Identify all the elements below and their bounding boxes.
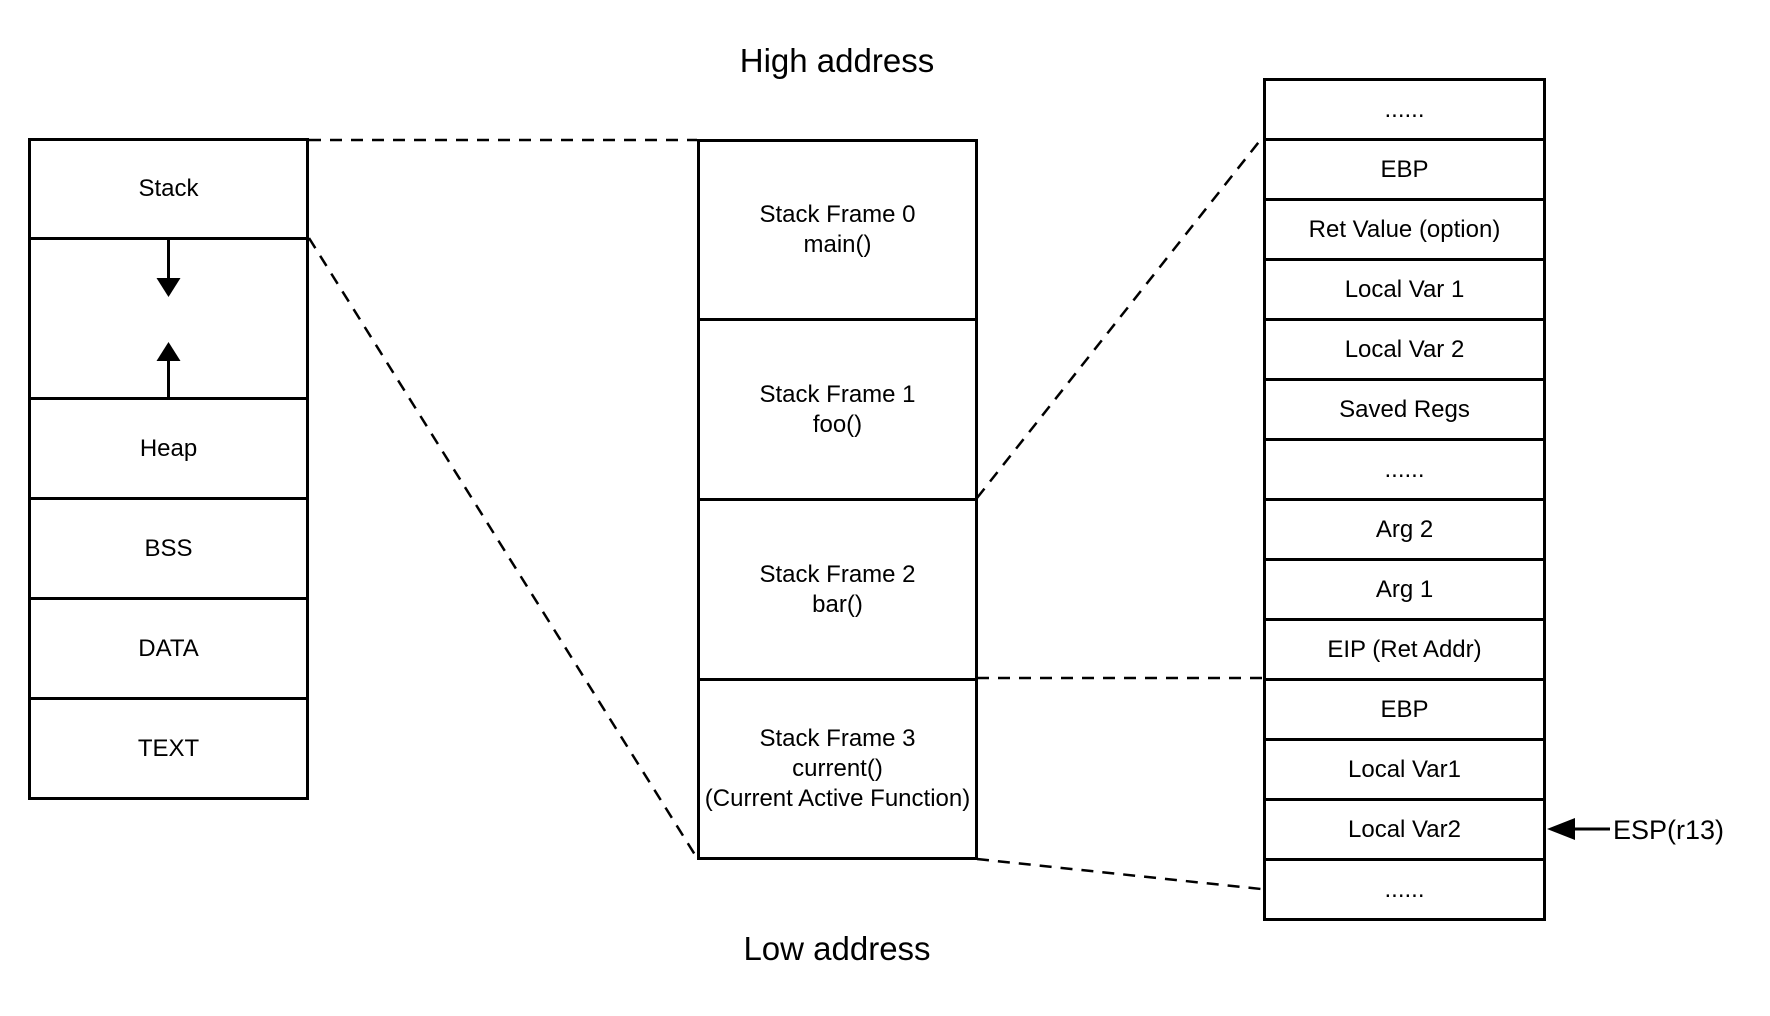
detail-row-saved-regs: Saved Regs: [1266, 378, 1543, 438]
frame-3-title: Stack Frame 3: [759, 725, 916, 752]
connector-frame2-to-detail-top: [976, 137, 1263, 499]
esp-register-label: ESP(r13): [1613, 815, 1725, 845]
detail-row-arg-1: Arg 1: [1266, 558, 1543, 618]
low-address-label: Low address: [743, 930, 931, 967]
detail-row-arg-2: Arg 2: [1266, 498, 1543, 558]
stack-frame-2: Stack Frame 2 bar(): [700, 498, 975, 678]
growth-arrows-graphic: [156, 240, 181, 397]
esp-pointer-arrow-icon: [1547, 818, 1610, 840]
frame-2-function: bar(): [812, 590, 863, 618]
frame-3-function: current(): [792, 755, 883, 782]
detail-row-ellipsis-bottom: ......: [1266, 858, 1543, 918]
detail-row-ellipsis-top: ......: [1384, 95, 1425, 123]
stack-frame-0: Stack Frame 0 main(): [700, 142, 975, 318]
detail-row-ellipsis-middle: ......: [1266, 438, 1543, 498]
stack-frames-column: Stack Frame 0 main() Stack Frame 1 foo()…: [697, 139, 978, 860]
connector-stack-to-frames-bottom: [307, 237, 699, 859]
frame-2-title: Stack Frame 2: [759, 560, 916, 588]
memory-section-data: DATA: [31, 597, 306, 697]
connector-frame3-to-detail-bottom: [976, 857, 1262, 891]
data-section-label: DATA: [138, 634, 199, 662]
detail-row-local-var-2: Local Var 2: [1266, 318, 1543, 378]
detail-row-local-var-1: Local Var 1: [1266, 258, 1543, 318]
frame-3-note: (Current Active Function): [704, 785, 971, 812]
heap-section-label: Heap: [139, 434, 198, 462]
frame-detail-column: ...... EBP Ret Value (option) Local Var …: [1263, 78, 1546, 921]
memory-section-stack: Stack: [31, 141, 306, 237]
frame-0-title: Stack Frame 0: [759, 201, 916, 228]
stack-frame-1: Stack Frame 1 foo(): [700, 318, 975, 498]
detail-row-local-var1: Local Var1: [1266, 738, 1543, 798]
stack-grows-down-arrow-icon: [156, 240, 181, 297]
bss-section-label: BSS: [144, 534, 193, 562]
memory-section-text: TEXT: [31, 697, 306, 797]
detail-row-ret-value: Ret Value (option): [1266, 198, 1543, 258]
memory-section-heap: Heap: [31, 397, 306, 497]
detail-row-local-var2: Local Var2: [1266, 798, 1543, 858]
frame-0-function: main(): [803, 231, 872, 258]
detail-row-eip-ret-addr: EIP (Ret Addr): [1266, 618, 1543, 678]
memory-section-bss: BSS: [31, 497, 306, 597]
memory-layout-column: Stack Heap BSS DATA TEXT: [28, 138, 309, 800]
heap-grows-up-arrow-icon: [156, 342, 181, 397]
text-section-label: TEXT: [137, 734, 200, 762]
detail-row-ebp-caller: EBP: [1266, 138, 1543, 198]
stack-heap-growth-region: [31, 237, 306, 397]
stack-frame-3: Stack Frame 3 current() (Current Active …: [700, 678, 975, 857]
frame-1-function: foo(): [812, 410, 863, 438]
detail-row-ebp-current: EBP: [1266, 678, 1543, 738]
high-address-label: High address: [739, 42, 935, 79]
frame-1-title: Stack Frame 1: [759, 380, 916, 408]
stack-section-label: Stack: [138, 175, 199, 202]
